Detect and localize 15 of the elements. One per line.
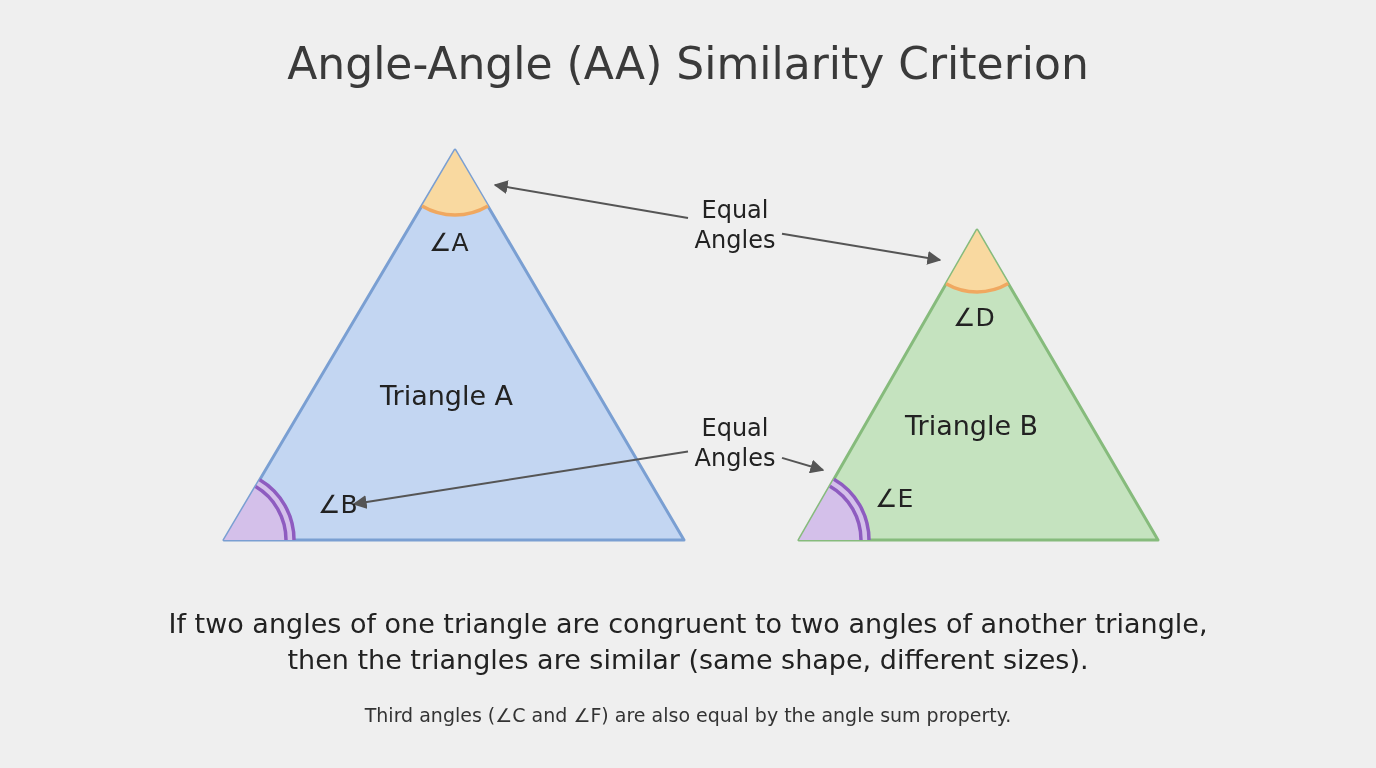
diagram-title: Angle-Angle (AA) Similarity Criterion — [286, 38, 1090, 89]
triangle-label: Triangle B — [905, 410, 1039, 441]
caption-text: If two angles of one triangle are congruent to two angles of another triangle, then the triangles are similar (same shape, different sizes). — [167, 607, 1209, 677]
arrow — [781, 456, 825, 474]
annotation-text: Equal Angles — [688, 195, 782, 257]
note-text: Third angles (∠C and ∠F) are also equal by the angle sum property. — [363, 704, 1013, 726]
annotation-text: Equal Angles — [688, 413, 782, 475]
arrow — [352, 450, 689, 509]
arrow — [493, 180, 689, 219]
arrow — [781, 232, 942, 265]
triangle-label: Triangle A — [380, 380, 514, 411]
angle-label: ∠B — [318, 490, 358, 519]
angle-label: ∠A — [429, 228, 469, 257]
angle-label: ∠D — [953, 303, 995, 332]
angle-label: ∠E — [875, 484, 914, 513]
